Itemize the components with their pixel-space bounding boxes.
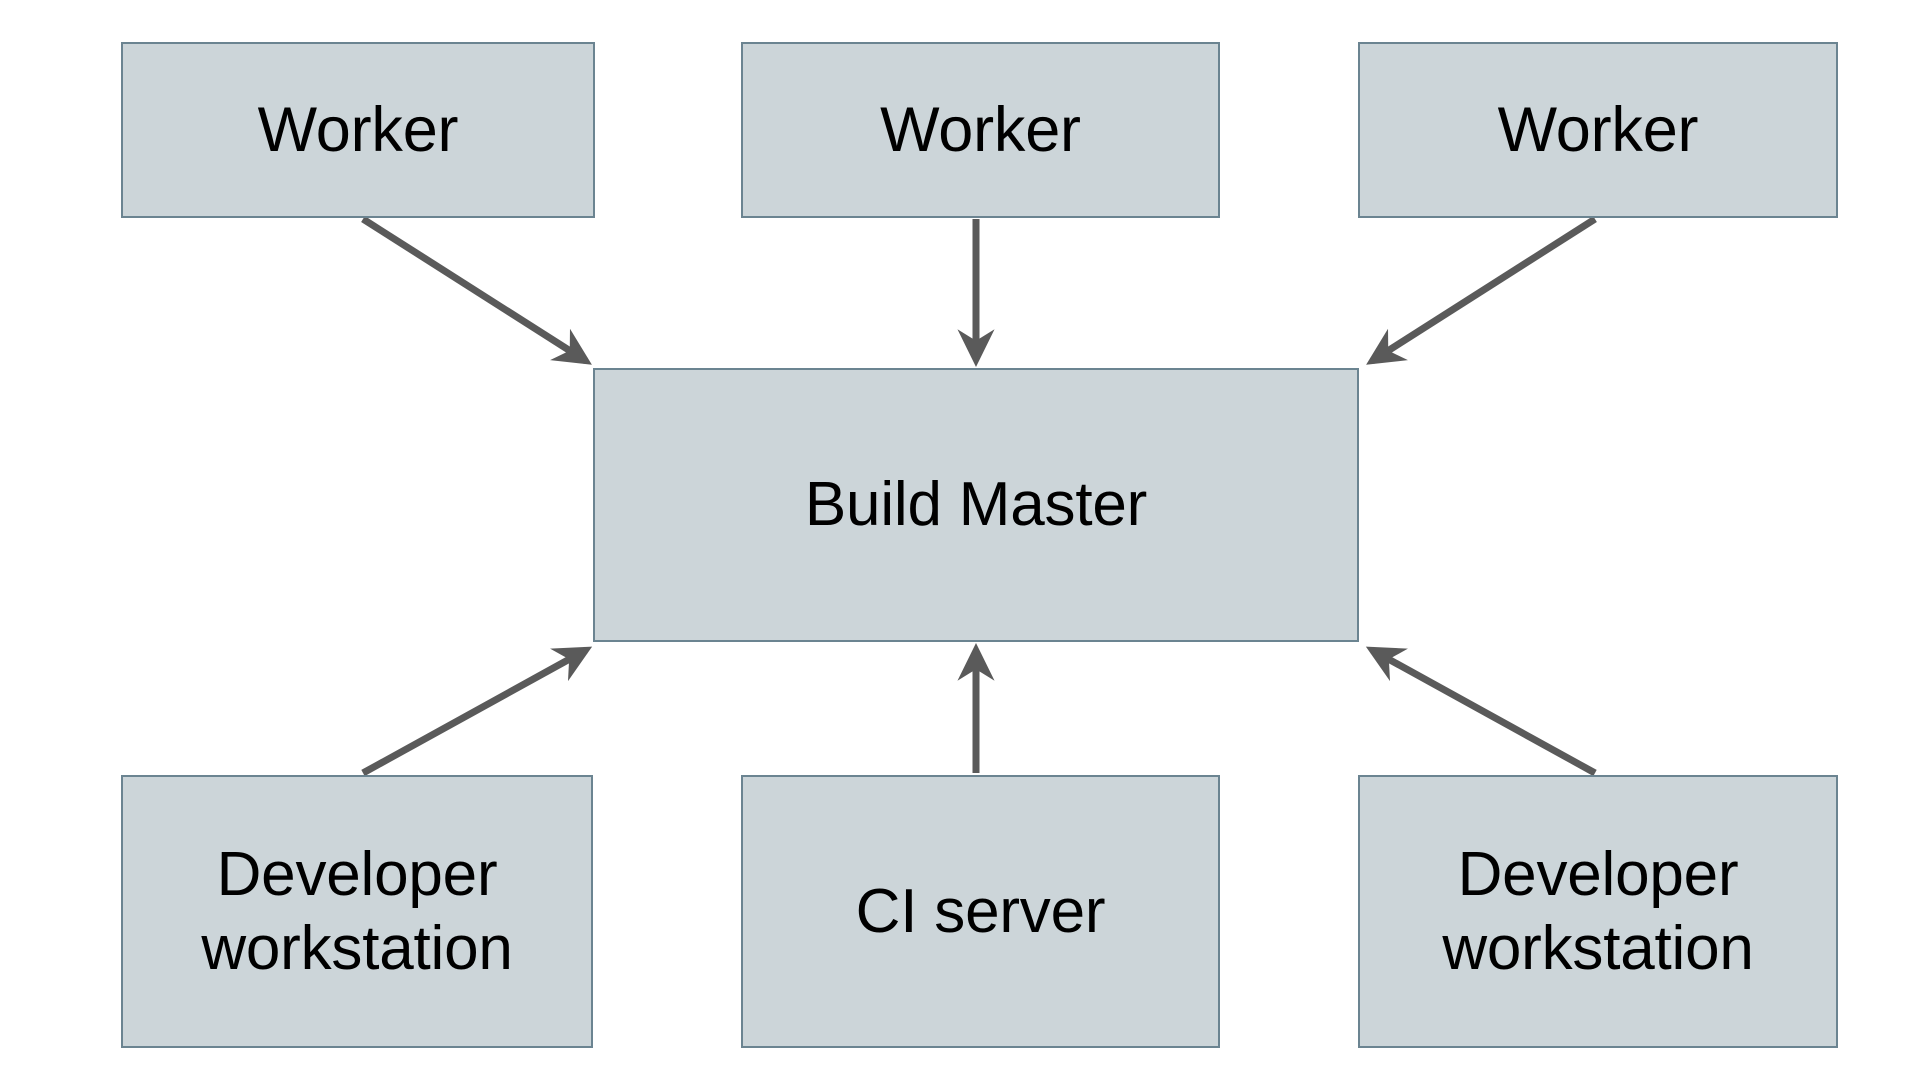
node-build-master[interactable]: Build Master (593, 368, 1359, 642)
node-dev-workstation-left-label: Developer workstation (201, 840, 513, 983)
node-ci-server-label: CI server (855, 876, 1106, 946)
node-dev-workstation-right-label: Developer workstation (1442, 840, 1754, 983)
node-worker-2[interactable]: Worker (741, 42, 1220, 218)
edge-worker-1-to-master (361, 216, 592, 365)
node-worker-3[interactable]: Worker (1358, 42, 1838, 218)
node-ci-server[interactable]: CI server (741, 775, 1220, 1048)
node-dev-workstation-left[interactable]: Developer workstation (121, 775, 593, 1048)
edge-dev-left-to-master (361, 646, 593, 777)
node-worker-1-label: Worker (257, 94, 459, 165)
node-worker-3-label: Worker (1497, 94, 1699, 165)
node-worker-2-label: Worker (880, 94, 1081, 165)
edge-worker-3-to-master (1366, 216, 1597, 365)
node-build-master-label: Build Master (804, 470, 1148, 540)
node-worker-1[interactable]: Worker (121, 42, 595, 218)
edge-dev-right-to-master (1365, 646, 1597, 777)
node-dev-workstation-right[interactable]: Developer workstation (1358, 775, 1838, 1048)
